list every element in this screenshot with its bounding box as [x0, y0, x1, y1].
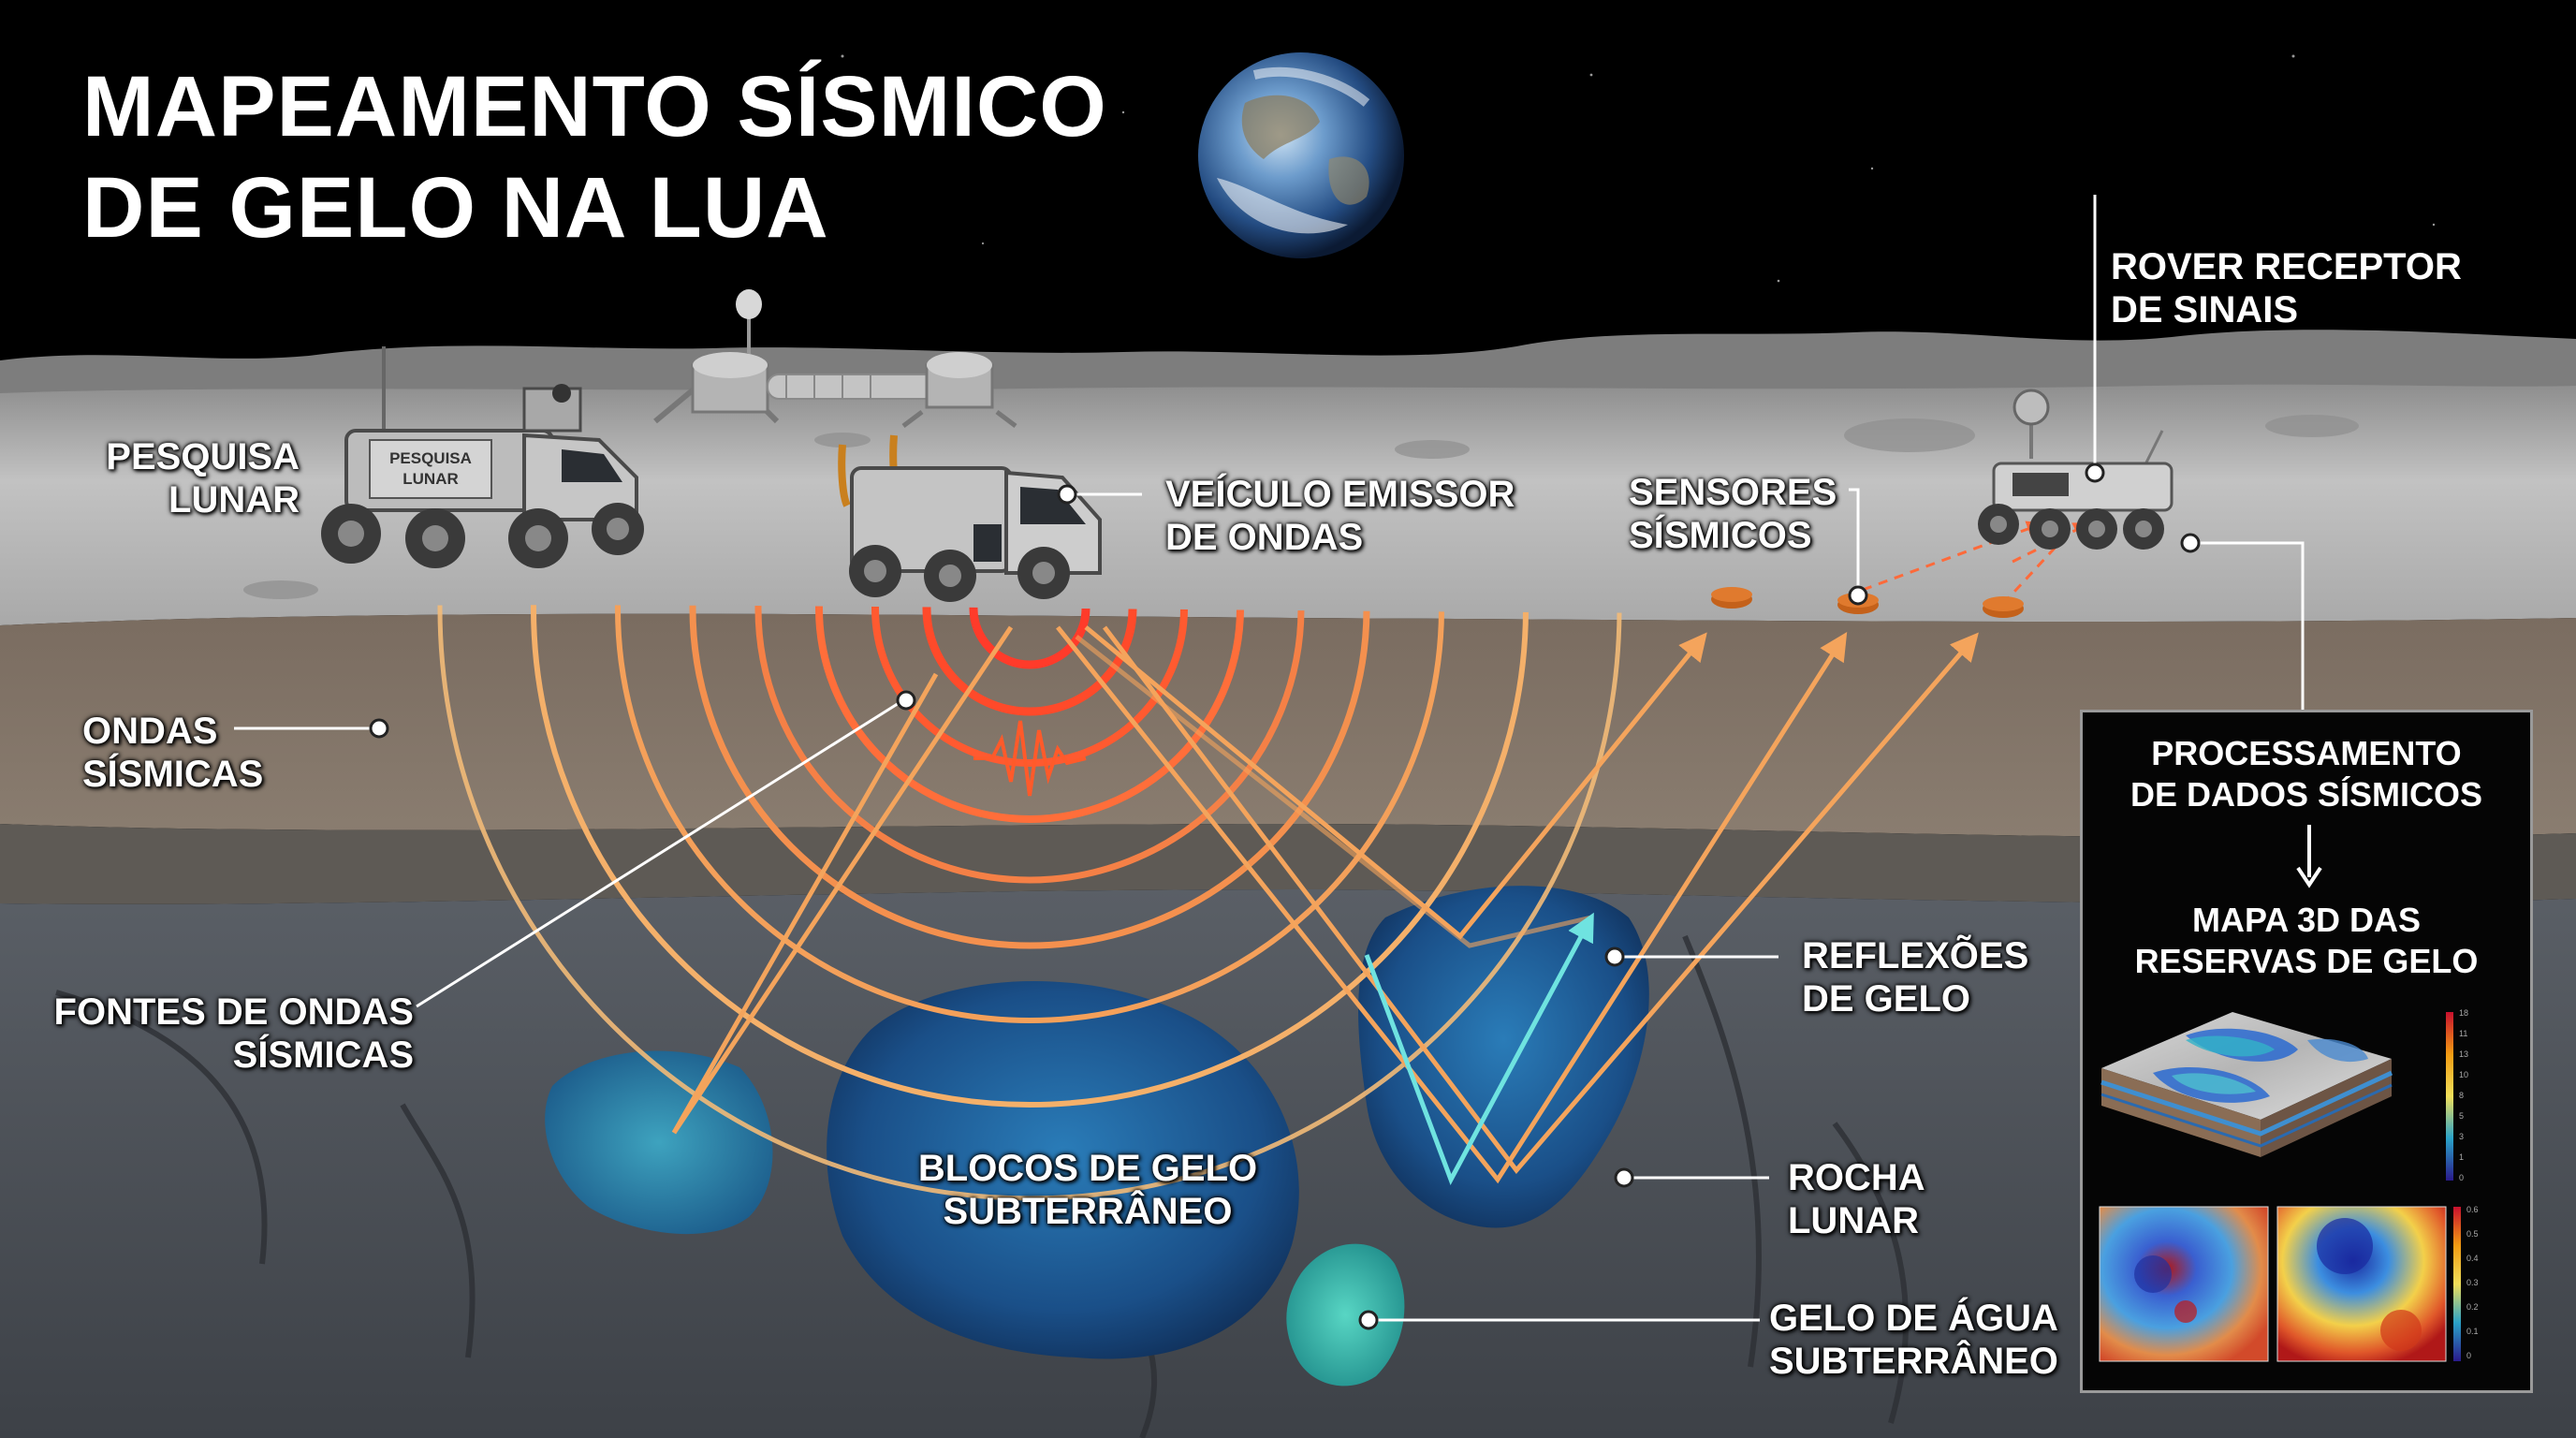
svg-text:5: 5: [2459, 1111, 2464, 1121]
leader-dots: [369, 462, 2201, 1330]
label-blocos-line1: BLOCOS DE GELO: [917, 1148, 1258, 1189]
label-blocos-line2: SUBTERRÂNEO: [943, 1191, 1233, 1232]
svg-text:11: 11: [2459, 1029, 2467, 1038]
svg-text:0.4: 0.4: [2466, 1254, 2479, 1263]
svg-text:1: 1: [2459, 1152, 2464, 1162]
svg-text:13: 13: [2459, 1049, 2468, 1059]
label-rocha-line1: ROCHA: [1788, 1157, 1925, 1198]
label-pesquisa-lunar-line2: LUNAR: [168, 479, 300, 521]
ice-block-right: [1358, 886, 1649, 1228]
panel-subheading-line1: MAPA 3D DAS: [2191, 901, 2422, 939]
svg-text:0.6: 0.6: [2466, 1205, 2479, 1214]
page-title: MAPEAMENTO SÍSMICO DE GELO NA LUA: [82, 56, 1107, 258]
ice-block-center: [827, 980, 1299, 1359]
colorbar-bottom-ticks: 0.6 0.5 0.4 0.3 0.2 0.1 0: [2466, 1205, 2479, 1360]
seismic-pulse-icon: [973, 720, 1087, 797]
svg-text:0.3: 0.3: [2466, 1278, 2479, 1287]
svg-text:0: 0: [2459, 1173, 2464, 1182]
water-ice-block: [1286, 1243, 1405, 1387]
stars: [841, 54, 2436, 283]
label-reflexoes-gelo: REFLEXÕES DE GELO: [1802, 934, 2028, 1020]
processing-panel: PROCESSAMENTO DE DADOS SÍSMICOS MAPA 3D …: [2080, 710, 2533, 1393]
3d-ice-map: [2100, 1012, 2393, 1157]
label-rocha-line2: LUNAR: [1788, 1200, 1919, 1241]
svg-text:18: 18: [2459, 1008, 2468, 1018]
label-reflexoes-line2: DE GELO: [1802, 978, 1971, 1020]
label-ondas-line2: SÍSMICAS: [82, 754, 264, 795]
wave-emitter-vehicle-icon: [838, 434, 1102, 602]
panel-heading: PROCESSAMENTO DE DADOS SÍSMICOS: [2083, 733, 2530, 815]
colorbar-bottom: [2453, 1207, 2461, 1361]
label-ondas-sismicas: ONDAS SÍSMICAS: [82, 710, 263, 796]
down-arrow-icon: [2296, 825, 2322, 888]
ice-map-visuals: 18 11 13 10 8 5 3 1 0 0.6 0.5 0.4 0.3 0.…: [2099, 1008, 2479, 1362]
title-line2: DE GELO NA LUA: [82, 160, 829, 256]
colorbar-top-ticks: 18 11 13 10 8 5 3 1 0: [2459, 1008, 2468, 1182]
svg-text:0.5: 0.5: [2466, 1229, 2479, 1239]
vehicle-badge-line2: LUNAR: [402, 470, 459, 488]
label-gelo-agua-line2: SUBTERRÂNEO: [1769, 1341, 2058, 1382]
craters: [243, 415, 2359, 599]
label-veiculo-emissor-line1: VEÍCULO EMISSOR: [1165, 474, 1515, 515]
lunar-base-icon: [653, 289, 1017, 428]
label-gelo-agua-line1: GELO DE ÁGUA: [1769, 1298, 2058, 1339]
label-gelo-agua: GELO DE ÁGUA SUBTERRÂNEO: [1769, 1297, 2058, 1383]
label-veiculo-emissor-line2: DE ONDAS: [1165, 517, 1364, 558]
panel-heading-line2: DE DADOS SÍSMICOS: [2130, 775, 2483, 814]
receiver-rover-icon: [1978, 389, 2174, 550]
svg-text:10: 10: [2459, 1070, 2468, 1079]
label-rocha-lunar: ROCHA LUNAR: [1788, 1156, 1925, 1242]
panel-subheading: MAPA 3D DAS RESERVAS DE GELO: [2083, 900, 2530, 982]
label-pesquisa-lunar: PESQUISA LUNAR: [106, 435, 300, 521]
label-sensores-line2: SÍSMICOS: [1629, 515, 1812, 556]
heatmap-left: [2099, 1206, 2269, 1362]
colorbar-top: [2446, 1012, 2453, 1181]
svg-text:0.1: 0.1: [2466, 1327, 2479, 1336]
label-fontes-ondas: FONTES DE ONDAS SÍSMICAS: [54, 990, 414, 1077]
label-pesquisa-lunar-line1: PESQUISA: [106, 436, 300, 477]
seismic-rays: [671, 625, 1979, 1186]
label-rover-line1: ROVER RECEPTOR: [2111, 246, 2462, 287]
title-line1: MAPEAMENTO SÍSMICO: [82, 59, 1107, 154]
earth-icon: [1198, 52, 1404, 258]
panel-subheading-line2: RESERVAS DE GELO: [2134, 942, 2479, 980]
label-fontes-line1: FONTES DE ONDAS: [53, 991, 414, 1033]
label-reflexoes-line1: REFLEXÕES: [1802, 935, 2029, 976]
panel-heading-line1: PROCESSAMENTO: [2151, 734, 2462, 772]
regolith-lower: [0, 824, 2576, 904]
ice-block-left: [545, 1050, 773, 1235]
regolith-layer: [0, 613, 2576, 838]
label-veiculo-emissor: VEÍCULO EMISSOR DE ONDAS: [1165, 473, 1515, 559]
vehicle-badge-line1: PESQUISA: [389, 449, 472, 467]
svg-text:0: 0: [2466, 1351, 2471, 1360]
svg-text:8: 8: [2459, 1091, 2464, 1100]
label-ondas-line1: ONDAS: [82, 711, 218, 752]
label-blocos-gelo: BLOCOS DE GELO SUBTERRÂNEO: [910, 1147, 1266, 1233]
label-rover-line2: DE SINAIS: [2111, 289, 2299, 330]
label-sensores-sismicos: SENSORES SÍSMICOS: [1629, 471, 1837, 557]
label-sensores-line1: SENSORES: [1629, 472, 1837, 513]
leader-lines: [234, 195, 2305, 1322]
svg-text:3: 3: [2459, 1132, 2464, 1141]
svg-text:0.2: 0.2: [2466, 1302, 2479, 1312]
research-vehicle-icon: PESQUISA LUNAR: [321, 346, 644, 568]
label-rover-receptor: ROVER RECEPTOR DE SINAIS: [2111, 245, 2462, 331]
label-fontes-line2: SÍSMICAS: [232, 1034, 414, 1076]
